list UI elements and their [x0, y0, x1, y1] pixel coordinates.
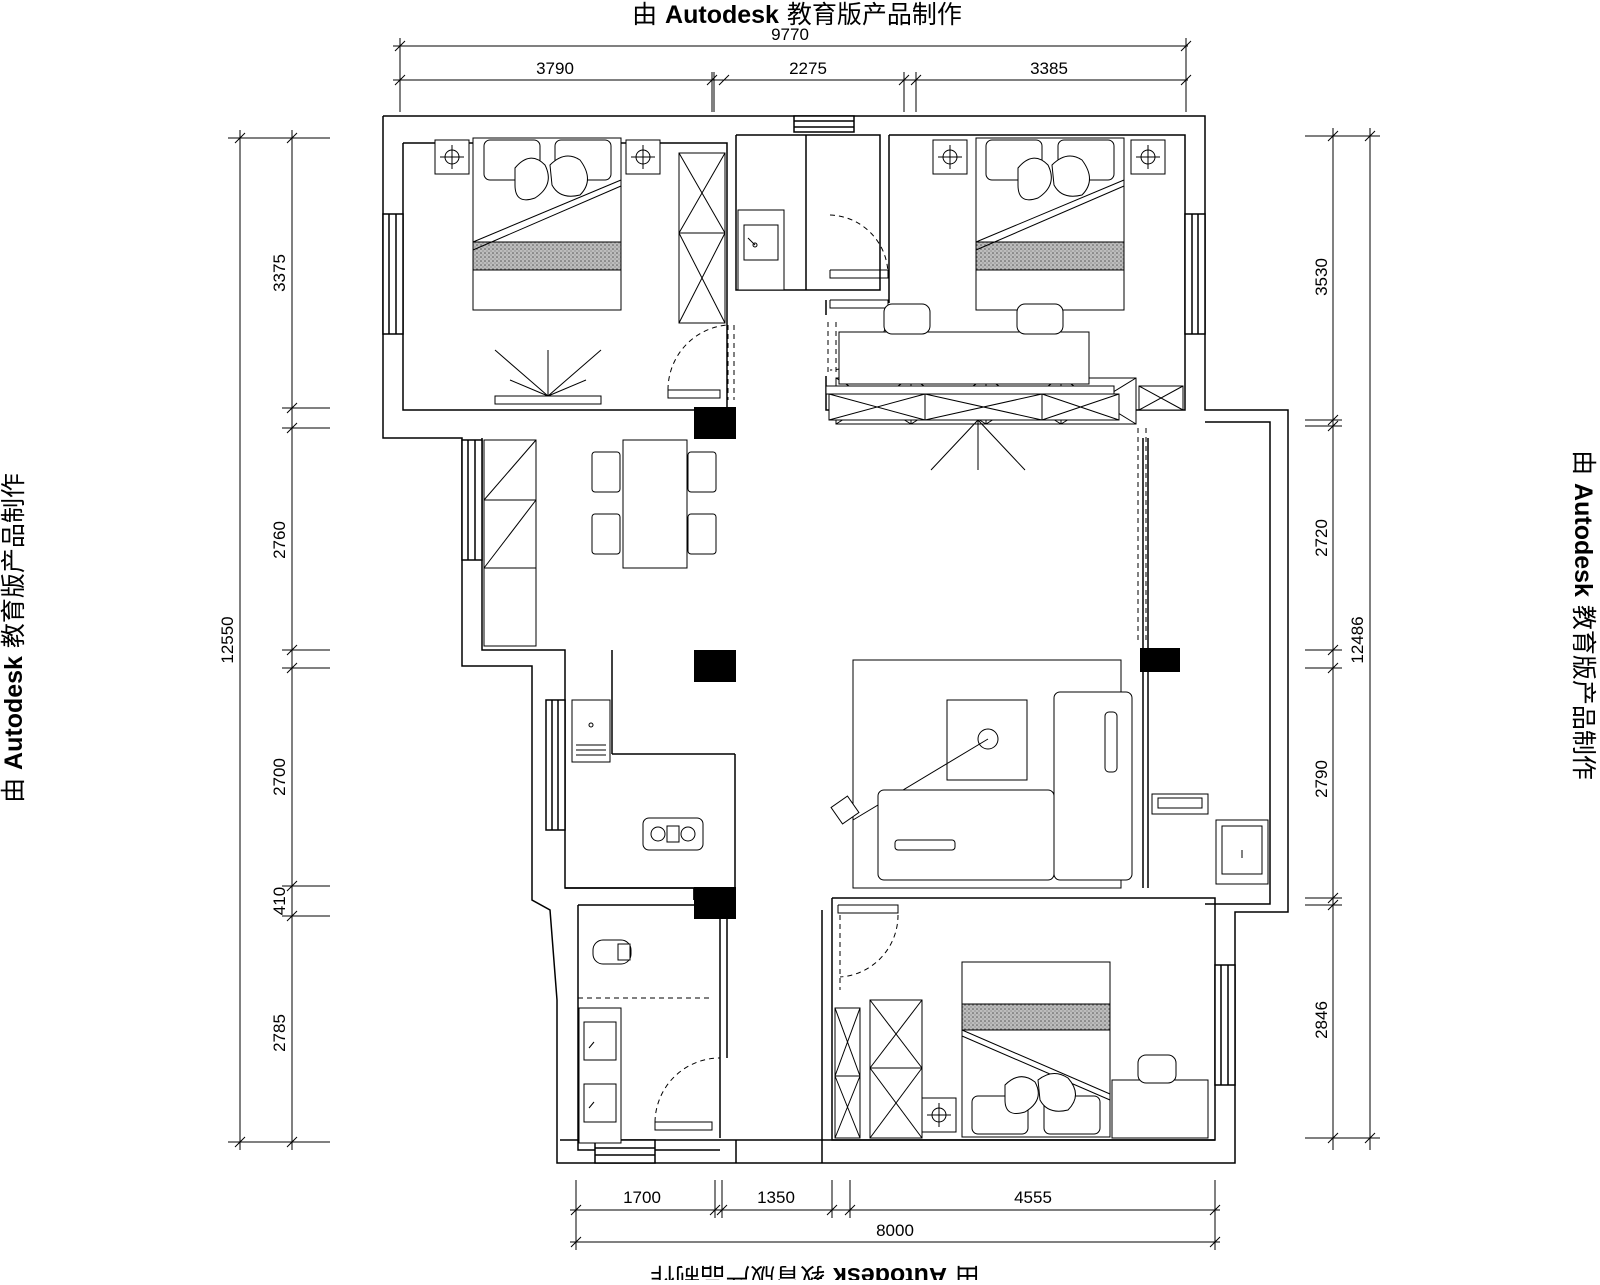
column: [1140, 648, 1180, 672]
dim-right-seg-2: 2720: [1312, 519, 1331, 557]
dim-right-total: 12486: [1348, 616, 1367, 663]
dim-left-seg-4: 410: [270, 887, 289, 915]
dim-right-seg-3: 2790: [1312, 760, 1331, 798]
dim-left-seg-3: 2700: [270, 758, 289, 796]
toilet: [592, 939, 632, 965]
dining-table: [591, 439, 717, 569]
dim-left-seg-1: 3375: [270, 254, 289, 292]
watermark-top: 由 Autodesk 教育版产品制作: [632, 0, 962, 29]
column: [694, 887, 736, 919]
study-desk-bedroom: [1111, 1054, 1209, 1139]
tall-cabinets-living: [483, 439, 537, 647]
balcony-sink: [1215, 819, 1269, 885]
dim-top-seg-1: 3790: [536, 59, 574, 78]
washing-machine: [1151, 793, 1209, 815]
dim-left-seg-2: 2760: [270, 521, 289, 559]
dim-bottom-seg-1: 1700: [623, 1188, 661, 1207]
dim-bottom-total: 8000: [876, 1221, 914, 1240]
nightstand-lamp-icon: [932, 139, 968, 175]
tv-unit-1: [494, 349, 602, 405]
furniture: [434, 137, 1269, 1144]
double-bed-2: [975, 137, 1125, 311]
dim-right-seg-1: 3530: [1312, 258, 1331, 296]
watermark-left: 由 Autodesk 教育版产品制作: [0, 473, 28, 803]
double-bed-1: [472, 137, 622, 311]
column: [694, 650, 736, 682]
tv-cabinet: [828, 393, 1120, 471]
double-bed-3: [961, 961, 1111, 1138]
dim-left-total: 12550: [218, 616, 237, 663]
double-vanity: [578, 1007, 622, 1144]
walls: [382, 115, 1289, 1164]
nightstand-lamp-icon: [625, 139, 661, 175]
watermark-right: 由 Autodesk 教育版产品制作: [1569, 450, 1598, 780]
structural-columns: [694, 407, 1180, 919]
dim-right-seg-4: 2846: [1312, 1001, 1331, 1039]
dimension-lines: [228, 38, 1380, 1250]
nightstand-lamp-icon: [434, 139, 470, 175]
dim-bottom-seg-3: 4555: [1014, 1188, 1052, 1207]
dim-top-seg-3: 3385: [1030, 59, 1068, 78]
wardrobe-3: [834, 999, 923, 1139]
wash-basin-top: [737, 209, 785, 291]
watermark-bottom: 由 Autodesk 教育版产品制作: [650, 1262, 980, 1280]
sofa-set: [830, 659, 1133, 889]
dim-bottom-seg-2: 1350: [757, 1188, 795, 1207]
kitchen-sink: [571, 699, 611, 763]
dim-top-total: 9770: [771, 25, 809, 44]
wardrobe-1: [678, 152, 726, 324]
nightstand-lamp-icon: [1130, 139, 1166, 175]
gas-stove: [642, 817, 704, 851]
study-desk: [825, 303, 1115, 395]
nightstand-lamp-icon: [921, 1097, 957, 1133]
dim-top-seg-2: 2275: [789, 59, 827, 78]
dim-left-seg-5: 2785: [270, 1014, 289, 1052]
column: [694, 407, 736, 439]
